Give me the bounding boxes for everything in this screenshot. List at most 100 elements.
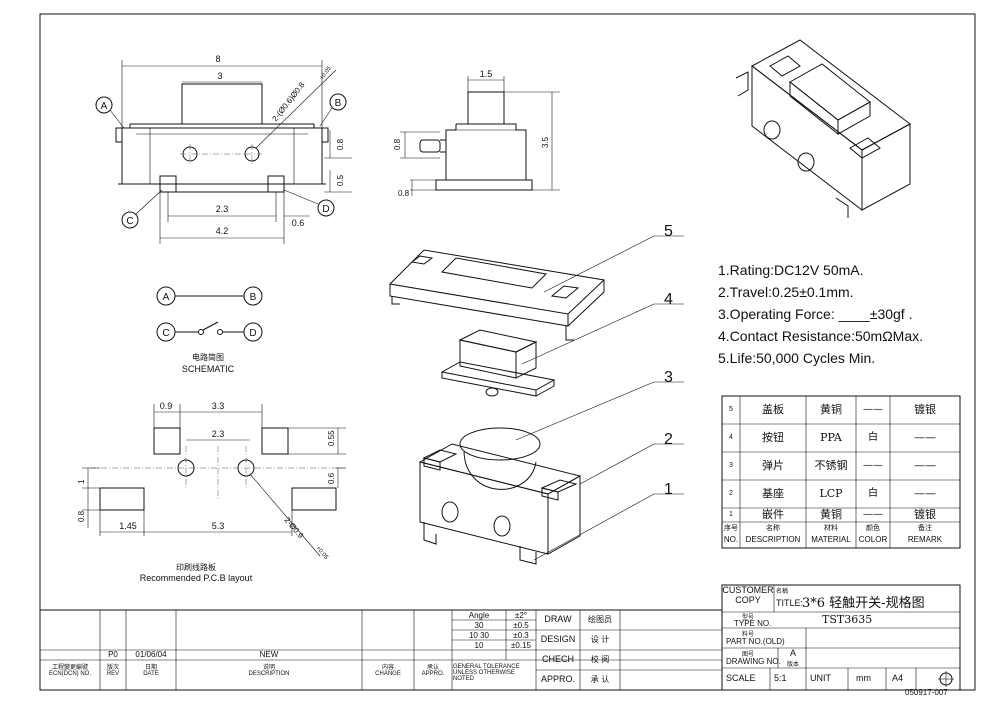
dim-42: 4.2 [216, 226, 229, 236]
button-outline [181, 83, 263, 125]
dim-button: 3 [217, 71, 222, 81]
bom-row-1-no: 5 [729, 406, 733, 413]
tb-drawing-rev-cn: 版本 [786, 661, 799, 668]
spec-life: 5.Life:50,000 Cycles Min. [718, 350, 876, 366]
sch-caption-en: SCHEMATIC [182, 364, 235, 374]
pcb-pad-br [291, 487, 337, 511]
dim-06-top: 0.6 [292, 218, 305, 228]
tb-part-label: PART NO.(OLD) [726, 637, 785, 646]
rev-h-appro-cn: 承认 [426, 664, 439, 671]
rev-h-date-en: DATE [143, 671, 159, 677]
rev-h-appro: 承认 APPRO. [414, 662, 452, 677]
pcb-pad-tl [153, 427, 181, 455]
rev-h-desc-cn: 说明 [262, 664, 275, 671]
pcb-dim-08: 0.8 [77, 510, 86, 522]
tol-footer: GENERAL TOLERANCE UNLESS OTHERWISE NOTED [453, 664, 537, 682]
rev-h-ecn-cn: 工程變更編號 [51, 664, 88, 671]
appr-appro-cn: 承 认 [590, 675, 610, 684]
rev-h-desc: 说明 DESCRIPTION [176, 662, 362, 677]
tb-type-cn: 型号 [742, 614, 755, 621]
bottom-tables [40, 609, 722, 690]
sch-label-a: A [163, 292, 170, 303]
sch-caption-cn: 电路简图 [192, 352, 224, 362]
bom-row-5-color: —— [863, 509, 883, 520]
dim-35: 3.5 [541, 136, 550, 148]
bom-row-5-material: 黄铜 [820, 508, 842, 521]
bom-h-material: MATERIAL [811, 535, 851, 544]
tb-drawing-label: DRAWING NO. [726, 657, 781, 666]
label-b: B [335, 98, 342, 109]
sch-label-d: D [249, 328, 256, 339]
pcb-dim-23: 2.3 [212, 429, 225, 439]
bom-h-desc: DESCRIPTION [745, 535, 801, 544]
rev-row-rev: P0 [108, 650, 118, 659]
tb-scale-label: SCALE [726, 673, 756, 683]
bom-h-no-cn: 序号 [724, 524, 738, 532]
bom-row-1-desc: 盖板 [762, 403, 784, 416]
tb-customer: CUSTOMER COPY [722, 585, 774, 605]
bom-row-2-desc: 按钮 [762, 431, 784, 444]
tol-footer-line2: UNLESS OTHERWISE NOTED [453, 670, 515, 682]
tb-size-value: A4 [892, 673, 904, 683]
pcb-caption-en: Recommended P.C.B layout [140, 573, 253, 583]
label-c-circle [121, 211, 139, 229]
rev-row-desc: NEW [259, 650, 279, 659]
appr-design-cn: 设 计 [590, 635, 610, 644]
dim-08: 0.8 [336, 138, 345, 150]
bom-row-4-color: 白 [868, 488, 878, 499]
sch-label-c: C [162, 328, 169, 339]
bom-h-material-cn: 材料 [824, 524, 838, 532]
rev-h-rev-cn: 版次 [106, 664, 119, 671]
bom-row-2-no: 4 [729, 434, 733, 441]
pcb-layout: 0.9 3.3 2.3 0.55 0.6 1 0.8 1.45 5.3 [77, 401, 346, 583]
bom-row-4-material: LCP [819, 487, 843, 500]
tb-scale-value: 5:1 [774, 673, 787, 683]
tol-row-3-range: 10 [474, 641, 484, 650]
rev-h-ecn-en: ECN(DCN) NO. [49, 671, 91, 677]
bom-row-2-material: PPA [820, 431, 842, 444]
front-view: 8 3 2-(Ø0.6)Ø0.8 +0.05 0 [95, 54, 352, 244]
tb-copy-label: COPY [735, 595, 761, 605]
dim-08-top: 0.8 [393, 138, 402, 150]
bom-table [721, 395, 961, 549]
bom-h-no: NO. [723, 535, 739, 544]
tol-row-1-tol: ±0.5 [513, 621, 529, 630]
tol-angle-value: ±2° [514, 611, 528, 620]
iso-view [735, 39, 911, 218]
tol-row-2-tol: ±0.3 [513, 631, 529, 640]
tb-title-label: TITLE: [776, 598, 804, 608]
side-view: 1.5 0.8 0.8 3.5 [393, 69, 560, 198]
pcb-dim-1: 1 [77, 479, 86, 484]
tol-angle-label: Angle [468, 611, 490, 620]
dim-width: 8 [215, 54, 220, 64]
tb-title-value: 3*6 轻触开关-规格图 [802, 596, 925, 611]
tb-customer-label: CUSTOMER [722, 585, 774, 595]
bom-row-1-material: 黄铜 [820, 403, 842, 416]
bom-h-remark: REMARK [907, 535, 943, 544]
side-body [445, 123, 527, 181]
callout-3: 3 [664, 369, 673, 386]
dim-15: 1.5 [480, 69, 493, 79]
tb-part-cn: 料号 [742, 631, 755, 638]
bom-row-5-desc: 嵌件 [762, 508, 784, 521]
pcb-pad-bl [99, 487, 145, 511]
bom-h-color-cn: 颜色 [866, 524, 880, 532]
appr-chech-cn: 校 阅 [590, 655, 610, 664]
rev-h-rev: 版次 REV [100, 662, 126, 677]
rev-row-date: 01/06/04 [135, 650, 167, 659]
rev-h-date: 日期 DATE [126, 662, 176, 677]
pcb-dim-hole-tol: +0.05 [314, 545, 329, 561]
pcb-caption-cn: 印刷线路板 [176, 562, 216, 572]
tol-row-2-range: 10 30 [468, 631, 490, 640]
tb-unit-label: UNIT [810, 673, 831, 683]
label-a-circle [95, 96, 113, 114]
side-stem [419, 139, 441, 153]
bom-row-3-color: —— [863, 460, 883, 471]
label-d-circle [317, 199, 335, 217]
tb-unit-value: mm [856, 673, 871, 683]
bom-row-3-remark: —— [914, 459, 936, 472]
pcb-dim-53: 5.3 [212, 521, 225, 531]
appr-draw-cn: 绘图员 [588, 615, 612, 624]
spec-resistance: 4.Contact Resistance:50mΩMax. [718, 328, 923, 344]
